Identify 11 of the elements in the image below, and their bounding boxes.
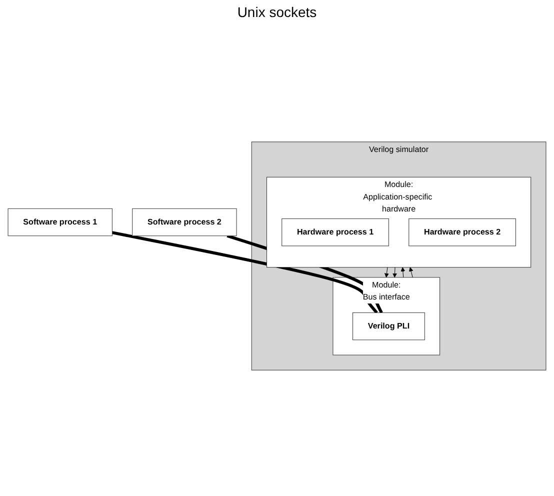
connector	[112, 231, 378, 314]
node-box: Hardware process 2	[408, 218, 516, 246]
node-box: Verilog PLI	[352, 312, 425, 340]
node-box: Software process 2	[132, 208, 237, 236]
node-box: Software process 1	[8, 208, 112, 236]
annotation-label: Unix sockets	[237, 4, 317, 20]
arrow	[392, 267, 397, 278]
arrow	[408, 267, 414, 278]
arrow	[384, 267, 389, 278]
arrow	[400, 267, 406, 278]
node-box: Hardware process 1	[282, 218, 389, 246]
